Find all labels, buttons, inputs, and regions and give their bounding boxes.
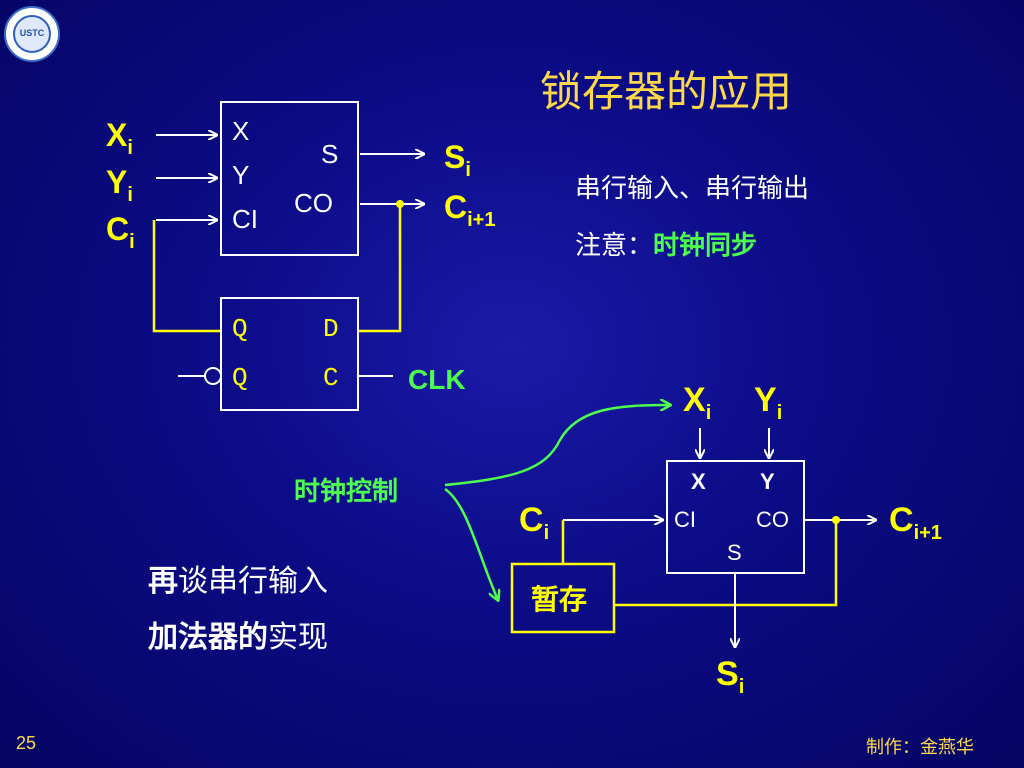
bottom-text-line2: 加法器的实现 bbox=[148, 612, 328, 656]
d2-adder-pin-y: Y bbox=[760, 469, 775, 494]
adder-pin-s: S bbox=[321, 139, 338, 169]
d2-input-y-label: Yi bbox=[754, 381, 782, 424]
output-s-label: Si bbox=[444, 139, 471, 181]
adder-pin-co: CO bbox=[294, 188, 333, 218]
bottom-text-line1: 再谈串行输入 bbox=[148, 556, 328, 600]
d2-input-x-label: Xi bbox=[683, 381, 711, 424]
d2-sum-label: Si bbox=[716, 655, 744, 698]
latch-pin-d: D bbox=[323, 314, 339, 344]
q-to-ci-wire bbox=[152, 220, 221, 333]
slide-title: 锁存器的应用 bbox=[540, 68, 793, 115]
adder-pin-x: X bbox=[232, 116, 249, 146]
d2-carry-feedback-wire bbox=[614, 520, 838, 607]
bottom-line2-rest: 实现 bbox=[268, 621, 328, 654]
bottom-line2-bold: 加法器的 bbox=[148, 621, 268, 654]
author-credit: 制作：金燕华 bbox=[866, 737, 974, 757]
bottom-line1-bold: 再 bbox=[148, 565, 178, 598]
temp-register-label: 暂存 bbox=[531, 583, 587, 616]
latch-pin-q: Q bbox=[232, 314, 248, 344]
diagram2: Xi Yi X Y CI CO S Ci 暂存 Ci+1 bbox=[294, 381, 942, 698]
adder-pin-ci: CI bbox=[232, 204, 258, 234]
note-highlight: 时钟同步 bbox=[653, 230, 758, 260]
clk-label: CLK bbox=[408, 364, 466, 395]
d2-adder-pin-x: X bbox=[691, 469, 706, 494]
d2-adder-pin-co: CO bbox=[756, 507, 789, 532]
input-y-label: Yi bbox=[106, 164, 133, 206]
output-c-label: Ci+1 bbox=[444, 189, 495, 231]
page-number: 25 bbox=[16, 733, 37, 753]
carry-feedback-wire bbox=[358, 204, 402, 333]
note-prefix: 注意： bbox=[575, 230, 654, 260]
clock-arrow-to-inputs bbox=[444, 405, 670, 487]
note-serial-io: 串行输入、串行输出 bbox=[575, 173, 810, 203]
input-x-label: Xi bbox=[106, 117, 133, 159]
latch-box bbox=[220, 297, 359, 411]
d2-carry-in-label: Ci bbox=[519, 501, 549, 544]
d2-carry-out-label: Ci+1 bbox=[889, 501, 942, 544]
adder-pin-y: Y bbox=[232, 160, 249, 190]
university-logo: USTC bbox=[4, 6, 60, 62]
temp-register-box bbox=[510, 562, 616, 634]
latch-pin-c: C bbox=[323, 363, 339, 393]
d2-adder-pin-s: S bbox=[727, 540, 742, 565]
qn-inversion-bubble bbox=[204, 367, 222, 385]
logo-text: USTC bbox=[19, 28, 45, 38]
input-c-label: Ci bbox=[106, 211, 135, 253]
full-adder-box bbox=[220, 101, 359, 256]
note-clock-sync: 注意：时钟同步 bbox=[575, 225, 757, 262]
diagram1: Xi Yi Ci X Y CI S CO Si Ci+1 bbox=[106, 101, 495, 411]
clock-control-label: 时钟控制 bbox=[294, 476, 398, 507]
logo-emblem: USTC bbox=[13, 15, 51, 53]
bottom-line1-rest: 谈串行输入 bbox=[178, 565, 328, 598]
latch-pin-qn: Q bbox=[232, 363, 248, 393]
d2-adder-pin-ci: CI bbox=[674, 507, 696, 532]
clock-arrow-to-register bbox=[444, 487, 498, 600]
